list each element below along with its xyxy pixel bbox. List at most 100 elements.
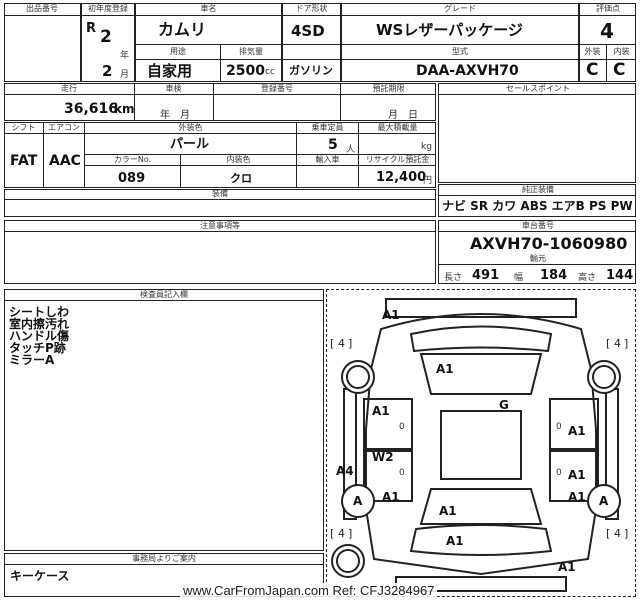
inspector-note: シートしわ — [9, 305, 70, 319]
notes-label: 注意事項等 — [200, 221, 240, 230]
inspector-notes: シートしわ 室内擦汚れ ハンドル傷 タッチP跡 ミラーA — [9, 306, 69, 366]
tire-depth: 4 — [338, 527, 345, 540]
dealer-box — [4, 553, 324, 597]
score-label: 評価点 — [596, 4, 620, 13]
damage-mark: A1 — [568, 490, 586, 504]
color: パール — [170, 137, 210, 152]
month-unit: 月 — [120, 70, 130, 80]
damage-mark: G — [499, 398, 509, 412]
recycle-amount: 12,400 — [376, 170, 427, 185]
damage-diagram — [326, 289, 636, 597]
capacity-unit: 人 — [346, 145, 356, 155]
mileage-unit: km — [114, 102, 135, 116]
fuel: ガソリン — [289, 64, 333, 77]
length-label: 長さ — [444, 273, 463, 283]
width: 184 — [540, 268, 568, 283]
svg-text:[: [ — [606, 337, 610, 350]
damage-mark: A1 — [382, 308, 400, 322]
recycle-label: リサイクル預託金 — [365, 155, 430, 164]
zero-mark: 0 — [556, 422, 562, 432]
damage-mark: A — [353, 494, 363, 508]
inspection: 年 月 — [160, 110, 190, 121]
damage-mark: A1 — [568, 468, 586, 482]
equipment-items: ナビ SR カワ ABS エアB PS PW — [442, 199, 633, 213]
damage-mark: A1 — [436, 362, 454, 376]
equipment-label-2: 純正装備 — [522, 185, 554, 194]
equipment-label: 装備 — [212, 189, 228, 198]
capacity: 5 — [328, 137, 338, 153]
mileage-row — [4, 83, 436, 121]
displacement: 2500 — [226, 63, 265, 79]
inspector-box — [4, 289, 324, 551]
width-label: 幅 — [514, 273, 524, 283]
length: 491 — [472, 268, 500, 283]
interior-color-label: 内装色 — [226, 155, 251, 164]
model-type-label: 型式 — [452, 47, 468, 56]
damage-mark: A — [599, 494, 609, 508]
load-label: 最大積載量 — [377, 123, 418, 132]
era: R — [86, 21, 97, 36]
origin-label: 輸元 — [530, 254, 546, 263]
lot-no-label: 出品番号 — [26, 4, 58, 13]
damage-mark: A1 — [439, 504, 457, 518]
svg-text:[: [ — [330, 527, 334, 540]
usage: 自家用 — [147, 62, 193, 80]
color-no: 089 — [118, 171, 146, 186]
displacement-label: 排気量 — [239, 47, 263, 56]
svg-text:[: [ — [330, 337, 334, 350]
chassis-box — [438, 220, 636, 284]
usage-label: 用途 — [170, 47, 186, 56]
chassis-label: 車台番号 — [522, 221, 554, 230]
color-label: 外装色 — [178, 123, 203, 132]
tire-depth: 4 — [338, 337, 345, 350]
color-no-label: カラーNo. — [113, 155, 152, 164]
door-label: ドア形状 — [295, 4, 328, 13]
car-name: カムリ — [158, 20, 207, 39]
door: 4SD — [291, 22, 325, 40]
equipment-box — [438, 184, 636, 217]
height-label: 高さ — [578, 273, 597, 283]
recycle-date-label: 預託期限 — [372, 84, 405, 93]
capacity-label: 乗車定員 — [311, 123, 344, 132]
height: 144 — [606, 268, 634, 283]
shift: FAT — [10, 153, 38, 169]
chassis-number: AXVH70-1060980 — [470, 234, 628, 253]
header-row — [4, 3, 636, 82]
notes-box — [4, 220, 436, 284]
svg-text:]: ] — [348, 337, 352, 350]
grade: WSレザーパッケージ — [376, 21, 523, 39]
dealer-notes: キーケース — [10, 569, 70, 583]
recycle-date: 月 日 — [388, 110, 418, 121]
exterior-label: 外装 — [584, 47, 601, 56]
first-reg-label: 初年度登録 — [88, 4, 128, 13]
year: 2 — [100, 27, 112, 47]
damage-mark: A1 — [382, 490, 400, 504]
dealer-label: 事務局よりご案内 — [132, 554, 196, 563]
interior-color: クロ — [230, 172, 252, 185]
damage-mark: A1 — [372, 404, 390, 418]
damage-mark: A4 — [336, 464, 354, 478]
interior-label: 内装 — [613, 47, 630, 56]
inspection-label: 車検 — [165, 84, 182, 93]
tire-depth: 4 — [614, 527, 621, 540]
model-type: DAA-AXVH70 — [416, 63, 519, 79]
spec-row — [4, 122, 436, 188]
inspector-note: ハンドル傷 — [9, 329, 70, 343]
reg-no-label: 登録番号 — [261, 84, 293, 93]
watermark: www.CarFromJapan.com Ref: CFJ3284967 — [180, 583, 438, 598]
ac: AAC — [49, 153, 81, 169]
interior: C — [613, 60, 626, 80]
damage-mark: W2 — [372, 450, 394, 464]
sales-point-box — [438, 83, 636, 183]
svg-text:]: ] — [348, 527, 352, 540]
zero-mark: 0 — [556, 468, 562, 478]
ac-label: エアコン — [48, 123, 80, 132]
year-unit: 年 — [120, 51, 130, 61]
inspector-label: 検査員記入欄 — [140, 290, 188, 299]
svg-text:]: ] — [624, 527, 628, 540]
damage-mark: A1 — [558, 560, 576, 574]
inspector-note: タッチP跡 — [9, 341, 66, 355]
damage-mark: A1 — [568, 424, 586, 438]
load-unit: kg — [421, 142, 432, 152]
sales-point-label: セールスポイント — [506, 84, 570, 93]
